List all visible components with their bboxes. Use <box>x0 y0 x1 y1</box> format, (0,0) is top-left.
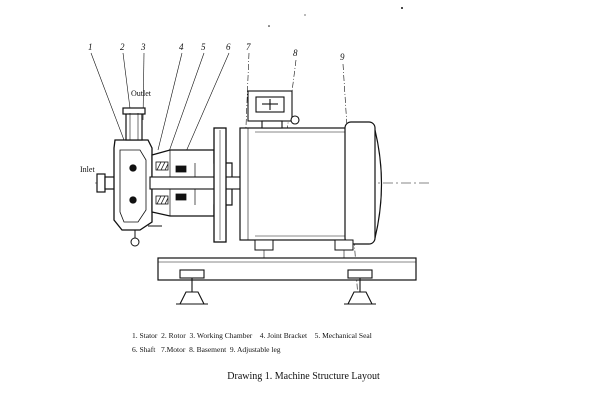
callout-1: 1 <box>88 42 93 52</box>
inlet-label: Inlet <box>80 165 95 174</box>
pump-casing <box>113 139 153 231</box>
support-lines <box>263 250 345 258</box>
figure-caption: Drawing 1. Machine Structure Layout <box>227 371 380 382</box>
legend-line-2: 6. Shaft 7.Motor 8. Basement 9. Adjustab… <box>132 345 281 354</box>
callout-numbers: 1 2 3 4 5 6 7 8 9 <box>88 42 345 62</box>
shaft <box>149 176 246 190</box>
callout-8: 8 <box>293 48 298 58</box>
bracket-flange <box>213 127 227 243</box>
mechanical-seal <box>155 161 187 205</box>
callout-5: 5 <box>201 42 206 52</box>
callout-4: 4 <box>179 42 184 52</box>
callout-6: 6 <box>226 42 231 52</box>
callout-2: 2 <box>120 42 125 52</box>
outlet-nozzle <box>122 107 146 141</box>
adjustable-leg-left <box>176 269 208 305</box>
legend-line-1: 1. Stator 2. Rotor 3. Working Chamber 4.… <box>132 331 372 340</box>
motor-feet <box>254 239 354 251</box>
drain-fitting <box>130 225 162 247</box>
terminal-box <box>247 90 300 129</box>
scan-specks <box>268 7 403 27</box>
callout-9: 9 <box>340 52 345 62</box>
outlet-label: Outlet <box>131 89 152 98</box>
callout-7: 7 <box>246 42 251 52</box>
inlet-flange <box>96 173 116 193</box>
adjustable-leg-right <box>344 269 376 305</box>
callout-3: 3 <box>140 42 146 52</box>
motor-body <box>239 121 383 245</box>
